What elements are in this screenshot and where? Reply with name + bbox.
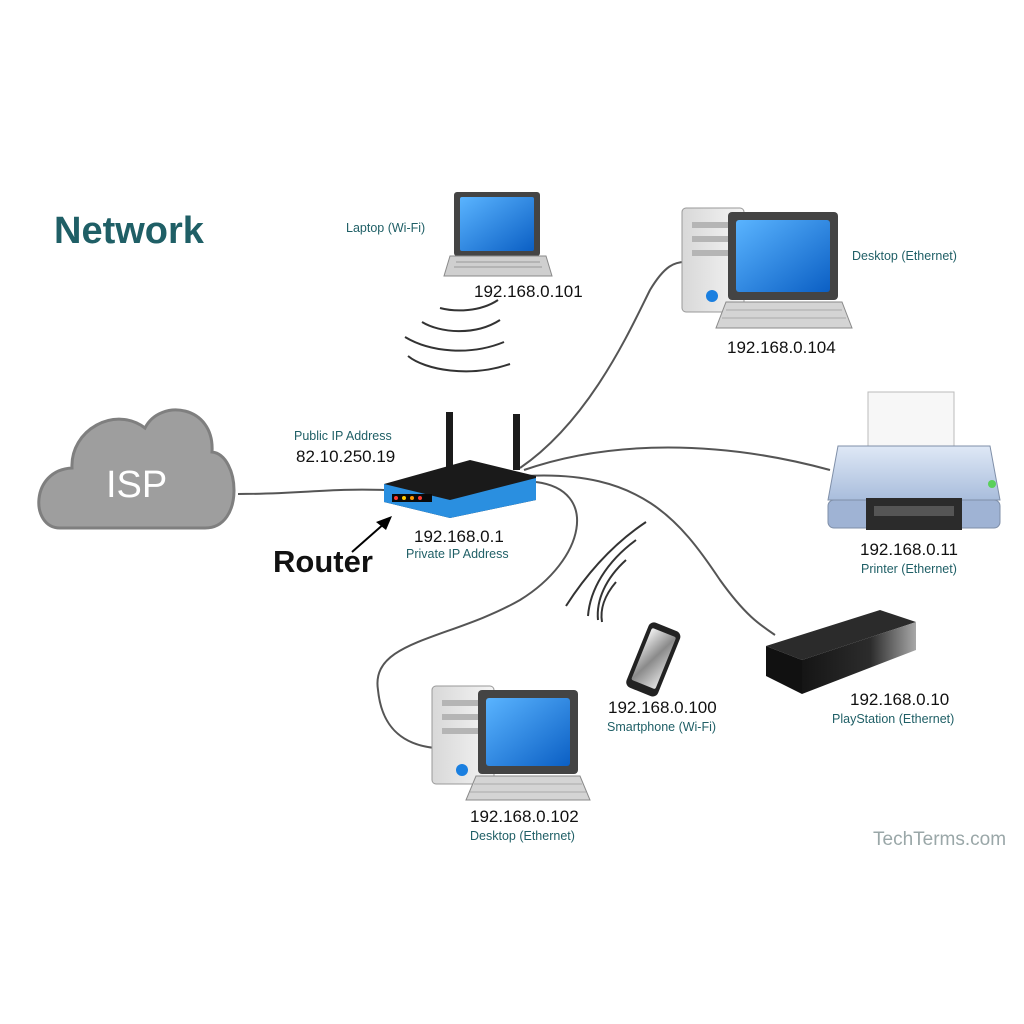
- printer-icon: [827, 391, 1001, 530]
- desktop-bottom-ip: 192.168.0.102: [470, 807, 579, 826]
- playstation-icon: [766, 610, 916, 694]
- laptop-caption: Laptop (Wi-Fi): [346, 221, 426, 235]
- laptop-ip: 192.168.0.101: [474, 282, 583, 301]
- wifi-waves-smartphone: [565, 521, 647, 623]
- desktop-top-icon: [681, 207, 853, 329]
- desktop-top-ip: 192.168.0.104: [727, 338, 836, 357]
- laptop-icon: [443, 192, 553, 277]
- router-icon: [384, 412, 536, 518]
- router-label: Router: [273, 544, 373, 579]
- brand-watermark: TechTerms.com: [873, 829, 1007, 850]
- cable-router-playstation: [525, 474, 776, 636]
- private-ip-value: 192.168.0.1: [414, 527, 504, 546]
- smartphone-icon: [626, 622, 681, 697]
- isp-cloud: [37, 408, 236, 530]
- page-title: Network: [54, 210, 204, 252]
- cable-router-desktop-bottom: [376, 481, 578, 749]
- printer-ip: 192.168.0.11: [860, 540, 958, 559]
- router-arrow-icon: [351, 516, 392, 553]
- cable-router-printer: [523, 446, 831, 471]
- smartphone-caption: Smartphone (Wi-Fi): [607, 720, 717, 734]
- desktop-bottom-icon: [431, 685, 591, 801]
- smartphone-ip: 192.168.0.100: [608, 698, 717, 717]
- playstation-ip: 192.168.0.10: [850, 690, 950, 709]
- cables: [237, 261, 831, 749]
- wifi-waves-laptop: [404, 299, 511, 373]
- isp-label: ISP: [106, 464, 168, 506]
- cable-isp-router: [237, 488, 385, 495]
- desktop-bottom-caption: Desktop (Ethernet): [470, 829, 575, 843]
- cable-router-desktop-top: [519, 261, 686, 469]
- private-ip-caption: Private IP Address: [406, 547, 509, 561]
- playstation-caption: PlayStation (Ethernet): [832, 712, 955, 726]
- printer-caption: Printer (Ethernet): [861, 562, 957, 576]
- desktop-top-caption: Desktop (Ethernet): [852, 249, 957, 263]
- public-ip-value: 82.10.250.19: [296, 447, 396, 466]
- public-ip-caption: Public IP Address: [294, 429, 392, 443]
